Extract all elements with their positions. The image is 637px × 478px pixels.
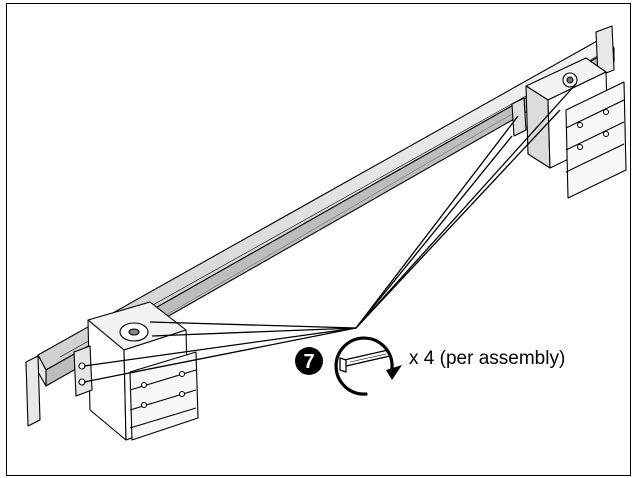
step-number-badge: 7	[295, 347, 323, 375]
allen-key-icon	[339, 349, 391, 373]
left-bracket-assembly	[73, 301, 199, 441]
clockwise-arrow-icon	[334, 336, 402, 396]
callout-leader-lines	[83, 83, 577, 383]
step-number: 7	[303, 351, 314, 373]
right-bracket-assembly	[511, 57, 627, 199]
step-instruction: x 4 (per assembly)	[409, 348, 566, 369]
